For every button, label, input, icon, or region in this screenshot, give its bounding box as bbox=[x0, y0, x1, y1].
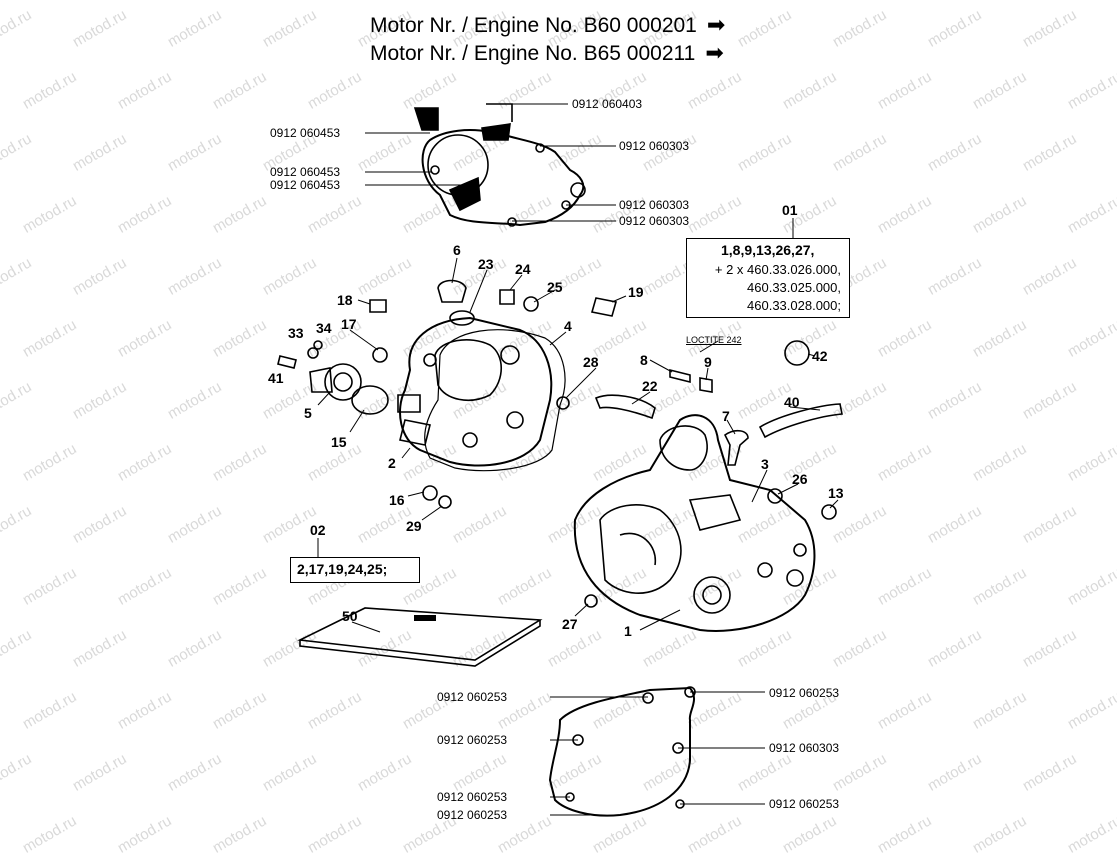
engine-no-line-1: Motor Nr. / Engine No. B60 000201 ➡ bbox=[370, 12, 725, 38]
bottom-leader-lines bbox=[550, 691, 765, 816]
part-number-19: 19 bbox=[628, 284, 644, 300]
callout-0912-060253: 0912 060253 bbox=[437, 790, 508, 804]
callout-0912-060453: 0912 060453 bbox=[270, 178, 341, 192]
part-number-7: 7 bbox=[722, 408, 730, 424]
callout-0912-060453: 0912 060453 bbox=[270, 165, 341, 179]
part-number-3: 3 bbox=[761, 456, 769, 472]
part-number-33: 33 bbox=[288, 325, 304, 341]
ignition-cover-gasket bbox=[548, 686, 696, 817]
part-number-26: 26 bbox=[792, 471, 808, 487]
kit-01-line-2: + 2 x 460.33.026.000, bbox=[714, 262, 841, 277]
clutch-cover bbox=[397, 316, 553, 467]
part-number-15: 15 bbox=[331, 434, 347, 450]
part-leader-lines bbox=[317, 218, 839, 633]
callout-0912-060253: 0912 060253 bbox=[437, 733, 508, 747]
part-number-29: 29 bbox=[406, 518, 422, 534]
part-number-42: 42 bbox=[812, 348, 828, 364]
kit-02-label: 02 bbox=[310, 522, 326, 538]
part-number-9: 9 bbox=[704, 354, 712, 370]
part-number-13: 13 bbox=[828, 485, 844, 501]
kit-01-line-3: 460.33.025.000, bbox=[747, 280, 841, 295]
kit-02-box: 2,17,19,24,25; bbox=[290, 557, 420, 583]
callout-0912-060303: 0912 060303 bbox=[619, 214, 690, 228]
water-pump bbox=[277, 279, 843, 608]
callout-0912-060253: 0912 060253 bbox=[769, 797, 840, 811]
top-leader-lines bbox=[365, 103, 616, 222]
callout-0912-060303: 0912 060303 bbox=[619, 198, 690, 212]
loctite-label: LOCTITE 242 bbox=[686, 335, 742, 345]
kit-01-line-4: 460.33.028.000; bbox=[747, 298, 841, 313]
part-number-17: 17 bbox=[341, 316, 357, 332]
callout-0912-060253: 0912 060253 bbox=[769, 686, 840, 700]
part-number-25: 25 bbox=[547, 279, 563, 295]
part-number-2: 2 bbox=[388, 455, 396, 471]
clutch-gasket bbox=[424, 329, 566, 472]
part-number-22: 22 bbox=[642, 378, 658, 394]
part-number-5: 5 bbox=[304, 405, 312, 421]
kit-01-label: 01 bbox=[782, 202, 798, 218]
part-number-40: 40 bbox=[784, 394, 800, 410]
part-number-34: 34 bbox=[316, 320, 332, 336]
callout-0912-060403: 0912 060403 bbox=[572, 97, 643, 111]
clutch-cover-gasket bbox=[413, 103, 586, 227]
part-number-1: 1 bbox=[624, 623, 632, 639]
arrow-right-icon: ➡ bbox=[706, 12, 726, 37]
callout-0912-060453: 0912 060453 bbox=[270, 126, 341, 140]
part-number-18: 18 bbox=[337, 292, 353, 308]
kit-01-line-1: 1,8,9,13,26,27, bbox=[721, 242, 815, 258]
callout-0912-060253: 0912 060253 bbox=[437, 808, 508, 822]
arrow-right-icon: ➡ bbox=[705, 40, 724, 65]
callout-0912-060303: 0912 060303 bbox=[619, 139, 690, 153]
callout-0912-060253: 0912 060253 bbox=[437, 690, 508, 704]
engine-no-text-1: Motor Nr. / Engine No. B60 000201 bbox=[370, 14, 697, 37]
engine-case-drawing bbox=[277, 103, 843, 817]
kit-02-line-1: 2,17,19,24,25; bbox=[297, 561, 388, 577]
part-number-4: 4 bbox=[564, 318, 572, 334]
part-number-28: 28 bbox=[583, 354, 599, 370]
part-number-8: 8 bbox=[640, 352, 648, 368]
part-number-23: 23 bbox=[478, 256, 494, 272]
part-number-27: 27 bbox=[562, 616, 578, 632]
part-number-6: 6 bbox=[453, 242, 461, 258]
kit-01-box: 1,8,9,13,26,27, + 2 x 460.33.026.000, 46… bbox=[686, 238, 850, 318]
crankcase bbox=[573, 414, 816, 632]
engine-no-line-2: Motor Nr. / Engine No. B65 000211 ➡ bbox=[370, 40, 724, 66]
part-number-24: 24 bbox=[515, 261, 531, 277]
part-number-41: 41 bbox=[268, 370, 284, 386]
manual-book bbox=[297, 607, 543, 667]
part-number-50: 50 bbox=[342, 608, 358, 624]
engine-no-text-2: Motor Nr. / Engine No. B65 000211 bbox=[370, 42, 696, 65]
part-number-16: 16 bbox=[389, 492, 405, 508]
callout-0912-060303: 0912 060303 bbox=[769, 741, 840, 755]
